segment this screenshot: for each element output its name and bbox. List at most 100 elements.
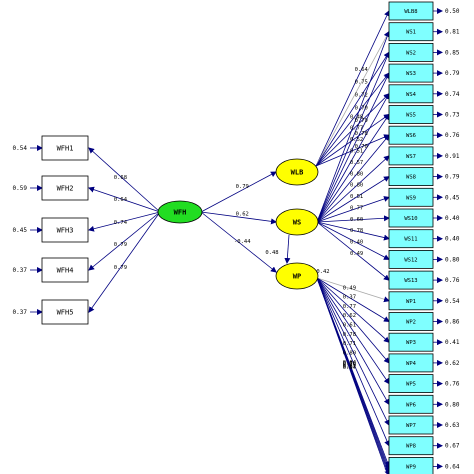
error-value-wfh1: 0.54 xyxy=(13,145,28,152)
indicator-label-wp6: WP6 xyxy=(406,402,416,408)
error-value-ws4: 0.74 xyxy=(445,91,460,98)
error-value-ws1: 0.81 xyxy=(445,29,460,36)
loading-value-wlb-1: 0.64 xyxy=(355,67,369,73)
indicator-label-ws8: WS8 xyxy=(406,175,416,181)
latent-label-wlb: WLB xyxy=(291,169,304,177)
loading-path-wlb-1 xyxy=(315,10,390,167)
loading-path-ws-13 xyxy=(316,221,390,281)
latent-label-wp: WP xyxy=(293,273,301,281)
indicator-label-wfh2: WFH2 xyxy=(57,185,74,193)
indicator-label-wfh3: WFH3 xyxy=(57,227,74,235)
error-value-ws6: 0.76 xyxy=(445,132,460,139)
indicator-label-wp8: WP8 xyxy=(406,444,416,450)
path-wfh-to-wlb xyxy=(200,171,277,213)
error-value-ws2: 0.85 xyxy=(445,49,460,56)
loading-value-ws-9: 0.77 xyxy=(350,205,363,211)
loading-path-wp-6 xyxy=(316,277,390,406)
error-value-wp4: 0.62 xyxy=(445,360,460,367)
error-value-wp1: 0.54 xyxy=(445,298,460,305)
indicator-box-ws4 xyxy=(388,84,434,104)
loading-value-wp-8: 0.80 xyxy=(343,350,356,356)
indicator-box-ws8 xyxy=(388,167,434,187)
indicator-box-ws13 xyxy=(388,270,434,290)
indicator-label-ws3: WS3 xyxy=(406,71,416,77)
loading-value-ws-5: 0.57 xyxy=(350,160,363,166)
indicator-label-ws7: WS7 xyxy=(406,154,416,160)
indicator-box-wp9 xyxy=(388,456,434,474)
loading-path-wp-8 xyxy=(316,277,390,447)
indicator-box-wfh5 xyxy=(41,299,89,325)
loading-path-wlb-3 xyxy=(315,51,390,167)
error-value-wp2: 0.86 xyxy=(445,319,460,326)
loading-value-wlb-7: 0.70 xyxy=(355,144,368,150)
indicator-label-wfh1: WFH1 xyxy=(57,145,74,153)
indicator-label-wlb8: WLB8 xyxy=(404,9,417,15)
indicator-label-wp7: WP7 xyxy=(406,423,416,429)
loading-value-ws-1: 0.48 xyxy=(350,114,363,120)
loading-value-ws-4: 0.51 xyxy=(350,148,363,154)
error-value-ws5: 0.73 xyxy=(445,112,460,119)
indicator-box-ws1 xyxy=(388,22,434,42)
loading-value-ws-7: 0.80 xyxy=(350,183,363,189)
loading-path-ws-10 xyxy=(316,215,390,223)
loading-path-ws-6 xyxy=(316,134,390,223)
loading-path-wfh1 xyxy=(88,147,161,213)
loading-value-ws-3: 0.52 xyxy=(350,137,363,143)
loading-path-ws-11 xyxy=(316,221,390,241)
loading-path-wp-5 xyxy=(316,277,390,385)
indicator-box-ws6 xyxy=(388,125,434,145)
indicator-label-ws2: WS2 xyxy=(406,50,416,56)
indicator-label-wp1: WP1 xyxy=(406,299,416,305)
error-value-wfh5: 0.37 xyxy=(13,309,28,316)
loading-path-ws-1 xyxy=(316,30,391,223)
error-value-wp3: 0.41 xyxy=(445,339,460,346)
latent-ws xyxy=(275,208,319,236)
indicator-box-ws11 xyxy=(388,229,434,249)
latent-wfh xyxy=(157,200,203,224)
error-value-ws10: 0.40 xyxy=(445,215,460,222)
loading-value-wp-13: 0.37 xyxy=(343,365,356,371)
indicator-box-ws9 xyxy=(388,187,434,207)
loading-value-ws-13: 0.49 xyxy=(350,251,363,257)
indicator-label-ws6: WS6 xyxy=(406,133,416,139)
loading-path-ws-5 xyxy=(316,113,390,223)
error-value-wp9: 0.64 xyxy=(445,463,460,470)
loading-value-wfh3: 0.74 xyxy=(114,220,128,226)
loading-value-wp-11: 0.79 xyxy=(343,362,356,368)
path-value-ws-to-wp: 0.48 xyxy=(265,250,278,256)
loading-path-ws-3 xyxy=(316,72,390,223)
loading-value-ws-8: 0.51 xyxy=(350,194,363,200)
path-wfh-to-wp xyxy=(200,211,277,273)
loading-path-wp-2 xyxy=(316,277,390,323)
indicator-label-wfh4: WFH4 xyxy=(57,267,74,275)
indicator-box-wfh2 xyxy=(41,175,89,201)
error-value-ws12: 0.80 xyxy=(445,256,460,263)
loading-value-wp-12: 0.82 xyxy=(343,364,356,370)
indicator-box-wfh1 xyxy=(41,135,89,161)
loading-value-wfh1: 0.68 xyxy=(114,175,127,181)
loading-value-wlb-3: 0.72 xyxy=(355,93,368,99)
error-value-ws9: 0.45 xyxy=(445,194,460,201)
loading-value-wp-3: 0.77 xyxy=(343,304,356,310)
indicator-box-wp2 xyxy=(388,312,434,331)
indicator-box-wfh3 xyxy=(41,217,89,243)
indicator-label-ws9: WS9 xyxy=(406,195,416,201)
indicator-box-ws3 xyxy=(388,63,434,83)
loading-path-ws-12 xyxy=(316,221,390,260)
indicator-label-ws10: WS10 xyxy=(404,216,417,222)
indicator-label-ws1: WS1 xyxy=(406,30,416,36)
loading-path-wp-7 xyxy=(316,277,390,426)
loading-path-wfh4 xyxy=(88,211,161,271)
loading-path-wfh2 xyxy=(88,186,161,213)
indicator-box-wp7 xyxy=(388,415,434,435)
indicator-box-wfh4 xyxy=(41,257,89,283)
loading-value-ws-10: 0.60 xyxy=(350,217,363,223)
latent-label-wfh: WFH xyxy=(174,209,187,217)
error-value-ws11: 0.40 xyxy=(445,236,460,243)
indicator-box-wp1 xyxy=(388,291,434,311)
indicator-box-wp4 xyxy=(388,353,434,373)
loading-path-wlb-5 xyxy=(315,93,390,167)
latent-label-ws: WS xyxy=(293,219,301,227)
indicator-label-ws11: WS11 xyxy=(404,237,417,243)
error-value-wlb8: 0.50 xyxy=(445,8,460,15)
